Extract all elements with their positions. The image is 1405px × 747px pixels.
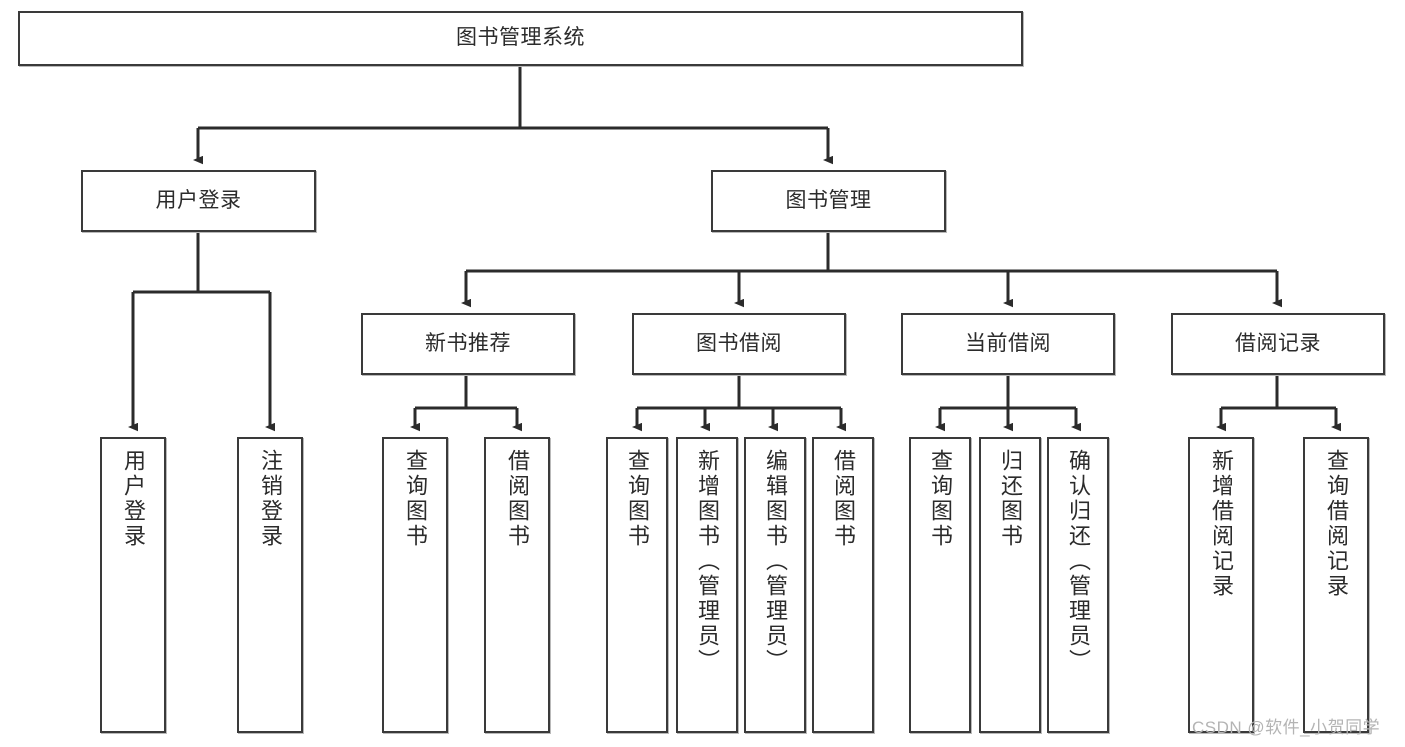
node-label: 查询图书 <box>928 449 953 549</box>
node-label: 用户登录 <box>155 188 242 212</box>
node-label: 确认归还（管理员） <box>1066 449 1091 674</box>
node-label: 编辑图书（管理员） <box>763 449 788 674</box>
node-label: 借阅图书 <box>505 449 530 549</box>
node-borrow-record[interactable]: 借阅记录 <box>1171 313 1385 375</box>
leaf-book-borrow-3[interactable]: 借阅图书 <box>812 437 874 733</box>
node-label: 当前借阅 <box>965 331 1051 355</box>
node-label: 用户登录 <box>121 449 146 549</box>
node-label: 注销登录 <box>258 449 283 549</box>
node-label: 借阅图书 <box>831 449 856 549</box>
node-label: 查询图书 <box>403 449 428 549</box>
leaf-book-borrow-0[interactable]: 查询图书 <box>606 437 668 733</box>
leaf-borrow-record-0[interactable]: 新增借阅记录 <box>1188 437 1254 733</box>
leaf-current-borrow-0[interactable]: 查询图书 <box>909 437 971 733</box>
node-book-management[interactable]: 图书管理 <box>711 170 946 232</box>
node-label: 归还图书 <box>998 449 1023 549</box>
node-current-borrow[interactable]: 当前借阅 <box>901 313 1115 375</box>
node-label: 新增借阅记录 <box>1209 449 1234 599</box>
node-root-book-management-system[interactable]: 图书管理系统 <box>18 11 1023 66</box>
leaf-user-login-1[interactable]: 注销登录 <box>237 437 303 733</box>
node-label: 图书借阅 <box>696 331 782 355</box>
leaf-book-borrow-2[interactable]: 编辑图书（管理员） <box>744 437 806 733</box>
node-label: 图书管理系统 <box>456 26 585 50</box>
node-label: 图书管理 <box>785 188 872 212</box>
leaf-new-book-recommend-1[interactable]: 借阅图书 <box>484 437 550 733</box>
node-user-login[interactable]: 用户登录 <box>81 170 316 232</box>
node-new-book-recommend[interactable]: 新书推荐 <box>361 313 575 375</box>
node-label: 查询借阅记录 <box>1324 449 1349 599</box>
node-label: 新增图书（管理员） <box>695 449 720 674</box>
leaf-new-book-recommend-0[interactable]: 查询图书 <box>382 437 448 733</box>
node-book-borrow[interactable]: 图书借阅 <box>632 313 846 375</box>
leaf-current-borrow-1[interactable]: 归还图书 <box>979 437 1041 733</box>
leaf-current-borrow-2[interactable]: 确认归还（管理员） <box>1047 437 1109 733</box>
node-label: 新书推荐 <box>425 331 511 355</box>
node-label: 查询图书 <box>625 449 650 549</box>
node-label: 借阅记录 <box>1235 331 1321 355</box>
leaf-book-borrow-1[interactable]: 新增图书（管理员） <box>676 437 738 733</box>
csdn-watermark: CSDN @软件_小贺同学 <box>1192 718 1381 737</box>
leaf-user-login-0[interactable]: 用户登录 <box>100 437 166 733</box>
leaf-borrow-record-1[interactable]: 查询借阅记录 <box>1303 437 1369 733</box>
